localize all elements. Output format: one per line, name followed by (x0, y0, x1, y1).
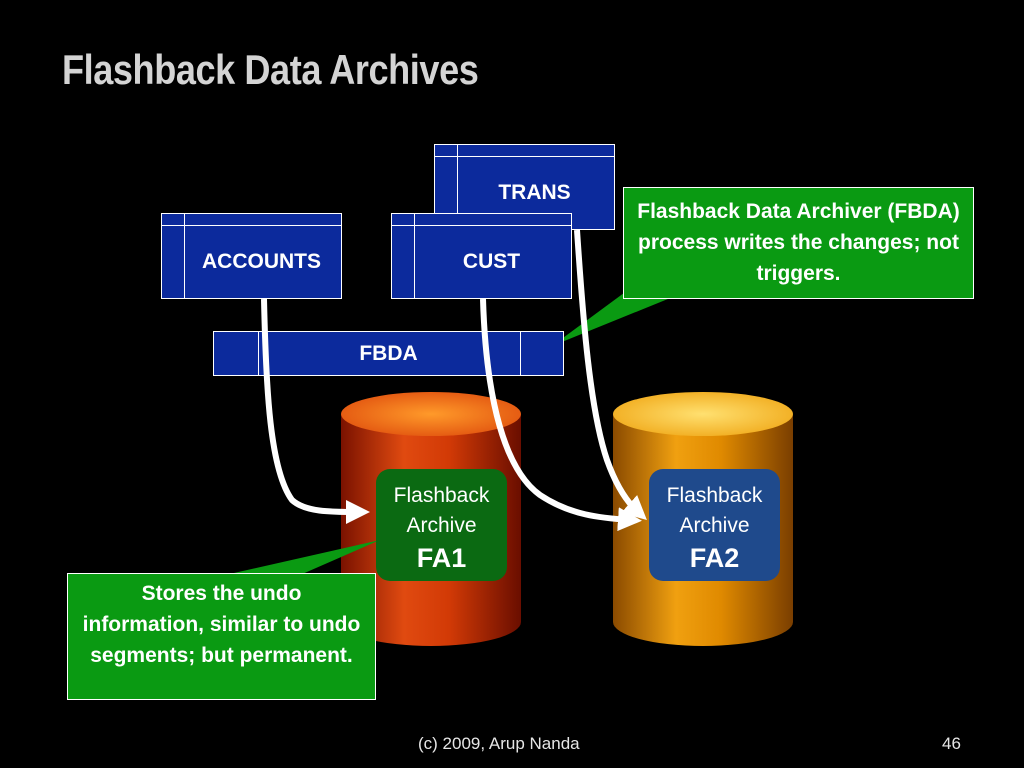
fa1-line2: Archive (406, 514, 477, 537)
footer-copyright: (c) 2009, Arup Nanda (418, 734, 580, 753)
archive-box-fa1: Flashback Archive FA1 (376, 469, 507, 581)
fbda-process-label: FBDA (359, 342, 418, 365)
callout-pointer-fa1 (225, 540, 380, 575)
table-cust-label: CUST (462, 250, 521, 273)
table-trans-label: TRANS (498, 181, 571, 204)
page-number: 46 (942, 734, 961, 753)
table-accounts-label: ACCOUNTS (202, 250, 321, 273)
archive-box-fa2: Flashback Archive FA2 (649, 469, 780, 581)
fa1-line1: Flashback (393, 484, 490, 507)
arrow-trans-to-fa2 (574, 229, 647, 521)
slide-title: Flashback Data Archives (62, 46, 479, 93)
fa2-line1: Flashback (666, 484, 763, 507)
table-cust: CUST (391, 213, 572, 299)
callout-fbda-process-text: Flashback Data Archiver (FBDA) process w… (637, 200, 960, 285)
fbda-process-bar: FBDA (213, 331, 564, 376)
table-accounts: ACCOUNTS (161, 213, 342, 299)
arrow-cust-to-fa2 (480, 298, 642, 532)
fa2-code: FA2 (689, 543, 740, 573)
callout-fbda-process: Flashback Data Archiver (FBDA) process w… (623, 187, 974, 299)
fa1-code: FA1 (416, 543, 467, 573)
arrow-accounts-to-fa1 (261, 298, 370, 524)
fa2-line2: Archive (679, 514, 750, 537)
callout-stores-undo: Stores the undo information, similar to … (67, 573, 376, 700)
callout-stores-undo-text: Stores the undo information, similar to … (82, 582, 361, 667)
